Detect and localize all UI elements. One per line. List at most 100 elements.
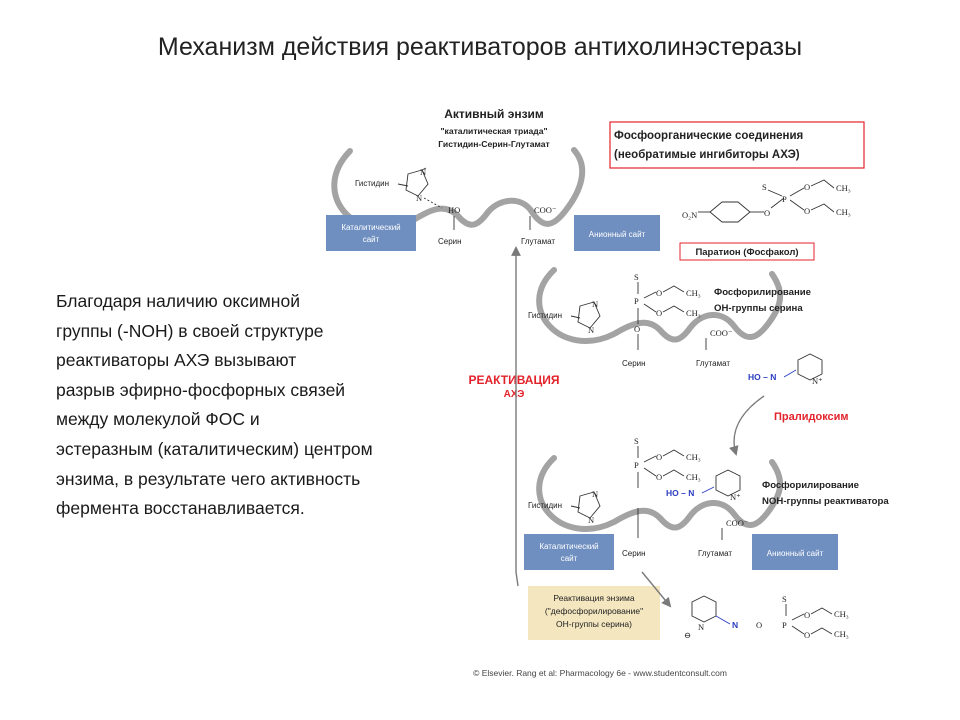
ch3: CH₃ (834, 629, 849, 639)
phosph-reactivator-line2: NOH-группы реактиватора (762, 496, 889, 507)
paration-ch3-upper: CH₃ (836, 183, 851, 193)
product-n-blue: N (732, 620, 738, 630)
p-middle: P (634, 296, 639, 306)
body-line: группы (-NOH) в своей структуре (56, 320, 324, 341)
pyridinium-n: N⁺ (730, 492, 741, 502)
p-s-bottom: S (634, 436, 639, 446)
arrow-reactivation (511, 246, 521, 587)
ch3: CH₃ (834, 609, 849, 619)
reactivation-label-line2: АХЭ (504, 389, 525, 400)
phosph-serine-line1: Фосфорилирование (714, 287, 811, 298)
paration-o: O (764, 208, 770, 218)
paration-label: Паратион (Фосфакол) (695, 247, 798, 258)
ethyl (662, 305, 685, 313)
fos-box-line2: (необратимые ингибиторы АХЭ) (614, 149, 800, 161)
enzyme-outline-middle (536, 267, 784, 344)
body-line: энзима, в результате чего активность (56, 468, 361, 489)
arrow-pralidoxime (729, 395, 765, 456)
serine-label-middle: Серин (622, 359, 646, 368)
product-p: P (782, 620, 787, 630)
product-o-upper: O (804, 610, 810, 620)
paration-box (679, 242, 815, 261)
catalytic-site-box-bottom (524, 534, 614, 570)
slide-title: Механизм действия реактиваторов антихоли… (157, 33, 803, 61)
imidazole-n: N (592, 489, 598, 499)
anionic-site-box-top (574, 215, 660, 251)
paration-ethyl (810, 203, 835, 213)
body-line: разрыв эфирно-фосфорных связей (56, 379, 346, 400)
imidazole-n-top: N (420, 167, 426, 177)
reactivation-box-line1: Реактивация энзима (553, 593, 634, 603)
body-line: реактиваторы АХЭ вызывают (56, 350, 297, 371)
reactivation-box-line3: ОН-группы серина) (556, 619, 632, 629)
product-pyridinium-ring (691, 595, 717, 623)
catalytic-site-box-top (326, 215, 416, 251)
oxime-bond (783, 369, 797, 378)
glutamate-coo-middle: COO⁻ (710, 328, 732, 338)
phosph-serine-line2: ОН-группы серина (714, 303, 803, 314)
pyridinium-ring-bottom (715, 469, 741, 497)
paration-s: S (762, 182, 767, 192)
histidine-label-middle: Гистидин (528, 311, 562, 320)
imidazole-n: N (592, 299, 598, 309)
paration-p: P (782, 194, 787, 204)
ethyl (662, 469, 685, 477)
anionic-site-label: Анионный сайт (589, 230, 646, 239)
ethyl (810, 607, 833, 615)
enzyme-reactivation-box (528, 586, 660, 640)
serine-ho: HO (448, 205, 460, 215)
p-o-lower: O (656, 308, 662, 318)
imidazole-n: N (588, 515, 594, 525)
body-text: Благодаря наличию оксимной группы (-NOH)… (56, 287, 456, 524)
imidazole-ring-middle (577, 301, 601, 329)
glutamate-label-bottom: Глутамат (698, 549, 732, 558)
imidazole-bond (421, 167, 427, 171)
p-bond (643, 467, 657, 477)
triad-label: "каталитическая триада" (440, 126, 547, 136)
oxime-bond (701, 486, 715, 494)
arrow-to-products (641, 571, 672, 608)
p-o-upper: O (656, 452, 662, 462)
paration-o2n: O₂N (682, 210, 697, 220)
glutamate-coo-bottom: COO⁻ (726, 518, 748, 528)
p-bond (643, 455, 657, 463)
serine-label-top: Серин (438, 237, 462, 246)
serine-label-bottom: Серин (622, 549, 646, 558)
product-o-lower: O (804, 630, 810, 640)
reactivation-label-line1: РЕАКТИВАЦИЯ (468, 373, 559, 387)
p-o-upper: O (656, 288, 662, 298)
paration-bond (770, 197, 785, 209)
phosph-reactivator-line1: Фосфорилирование (762, 480, 859, 491)
paration-o-lower: O (804, 206, 810, 216)
histidine-label: Гистидин (355, 179, 389, 188)
paration-bond (767, 189, 783, 197)
glutamate-label-top: Глутамат (521, 237, 555, 246)
ethyl (810, 627, 833, 635)
pralidoxime-ho-n: HO – N (748, 372, 776, 382)
catalytic-site-label: сайт (363, 235, 380, 244)
ch3: CH₃ (686, 452, 701, 462)
catalytic-site-label: Каталитический (341, 223, 400, 232)
triad-members: Гистидин-Серин-Глутамат (438, 139, 549, 149)
paration-bond (789, 187, 805, 197)
enzyme-outline-bottom (536, 455, 784, 532)
body-line: Благодаря наличию оксимной (56, 291, 300, 311)
imidazole-ring (405, 169, 429, 197)
pyridinium-ring (797, 353, 823, 381)
ch3: CH₃ (686, 288, 701, 298)
pyridinium-n: N⁺ (812, 376, 823, 386)
p-bond (791, 625, 805, 635)
imidazole-ring-bottom (577, 491, 601, 519)
p-bond (643, 291, 657, 299)
body-line: фермента восстанавливается. (56, 498, 305, 519)
p-bond (643, 303, 657, 313)
ch3: CH₃ (686, 472, 701, 482)
body-line: эстеразным (каталитическим) центром (56, 438, 373, 459)
anionic-site-label: Анионный сайт (767, 549, 824, 558)
paration-ring (709, 201, 751, 223)
paration-ch3-lower: CH₃ (836, 207, 851, 217)
catalytic-site-label: Каталитический (539, 542, 598, 551)
fos-box (609, 121, 865, 169)
p-bond (791, 613, 805, 621)
glutamate-coo-top: COO⁻ (534, 205, 556, 215)
